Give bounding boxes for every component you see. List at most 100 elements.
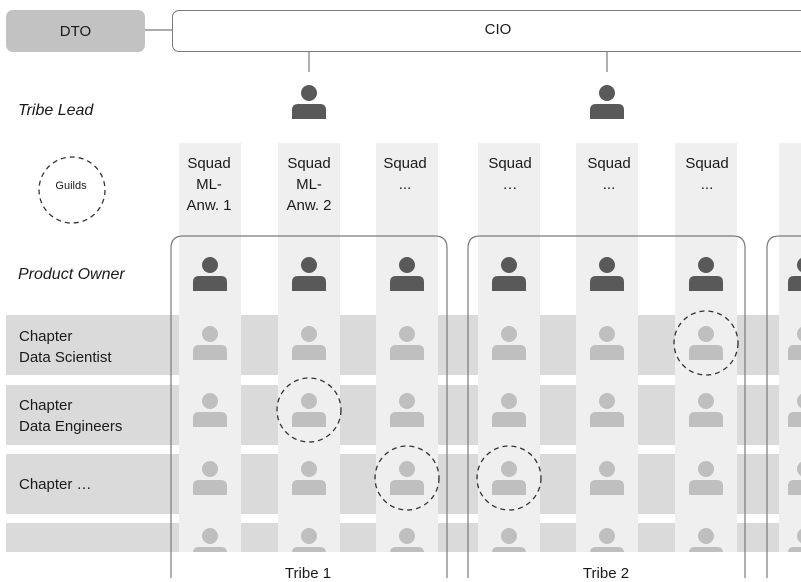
squad-line: ML- [296,176,322,193]
person-head [501,326,517,342]
person-head [301,257,317,273]
member-r2-c2-icon [292,393,326,427]
person-head [202,528,218,544]
person-head [698,326,714,342]
dto-box: DTO [6,10,145,52]
member-r1-c5-icon [590,326,624,360]
guild-member-circle-icon [374,445,440,511]
person-head [599,257,615,273]
person-body [689,345,723,360]
product-owner-1-icon [193,257,227,291]
bottom-fade [0,552,801,582]
person-head [301,85,317,101]
guilds-circle-icon [38,156,106,224]
person-body [292,276,326,291]
chapter-line1: Chapter [19,397,73,414]
person-body [193,345,227,360]
person-head [202,461,218,477]
person-body [590,104,624,119]
person-body [492,276,526,291]
chapter-label-data-engineers: Chapter Data Engineers [19,395,122,437]
person-head [301,528,317,544]
squad-label-2: Squad ML- Anw. 2 [274,153,344,216]
person-head [797,258,801,272]
squad-label-1: Squad ML- Anw. 1 [174,153,244,216]
squad-line: Squad [383,155,427,172]
member-r3-c1-icon [193,461,227,495]
person-head [501,528,517,544]
person-body [292,480,326,495]
cio-box: CIO [172,10,801,52]
person-body [492,480,526,495]
cio-label: CIO [484,21,512,38]
person-body [590,345,624,360]
member-r1-c7-icon [788,327,801,360]
person-head [301,326,317,342]
member-r1-c6-icon [689,326,723,360]
person-head [797,462,801,476]
person-body [788,480,801,495]
person-head [698,393,714,409]
product-owner-3-icon [390,257,424,291]
member-r3-c7-icon [788,462,801,495]
squad-label-5: Squad ... [574,153,644,195]
member-r3-c3-icon [390,461,424,495]
member-r2-c5-icon [590,393,624,427]
member-r3-c5-icon [590,461,624,495]
squad-label-6: Squad ... [672,153,742,195]
chapter-line1: Chapter [19,328,73,345]
person-body [590,412,624,427]
person-head [698,257,714,273]
dto-label: DTO [59,22,92,40]
person-body [590,276,624,291]
squad-line: Squad [587,155,631,172]
person-head [797,529,801,543]
person-body [390,276,424,291]
person-body [390,345,424,360]
person-body [689,412,723,427]
squad-line: Anw. 1 [186,197,232,214]
member-r2-c6-icon [689,393,723,427]
member-r1-c1-icon [193,326,227,360]
person-head [399,257,415,273]
person-head [202,326,218,342]
member-r2-c1-icon [193,393,227,427]
person-head [797,394,801,408]
person-head [599,461,615,477]
person-head [599,326,615,342]
squad-line: Anw. 2 [286,197,332,214]
tribe-lead-label: Tribe Lead [18,102,94,119]
product-owner-6-icon [689,257,723,291]
person-head [399,461,415,477]
person-body [193,480,227,495]
person-head [599,85,615,101]
person-body [193,412,227,427]
product-owner-4-icon [492,257,526,291]
person-head [202,257,218,273]
member-r2-c4-icon [492,393,526,427]
product-owner-5-icon [590,257,624,291]
squad-label-4: Squad … [475,153,545,195]
person-head [599,393,615,409]
tribe-lead-1-icon [292,85,326,119]
squad-line: Squad [287,155,331,172]
chapter-label-other: Chapter … [19,474,92,495]
chapter-line2: Data Scientist [19,349,112,366]
person-body [689,276,723,291]
person-body [788,345,801,360]
person-head [202,393,218,409]
person-body [788,412,801,427]
squad-line: … [502,176,518,193]
squad-line: Squad [187,155,231,172]
tribe-1-outline [170,235,448,578]
person-body [492,345,526,360]
member-r1-c4-icon [492,326,526,360]
squad-label-3: Squad ... [370,153,440,195]
member-r3-c2-icon [292,461,326,495]
guilds-label: Guilds [55,180,87,192]
person-head [399,326,415,342]
person-head [797,327,801,341]
guild-member-circle-icon [276,377,342,443]
person-head [698,461,714,477]
